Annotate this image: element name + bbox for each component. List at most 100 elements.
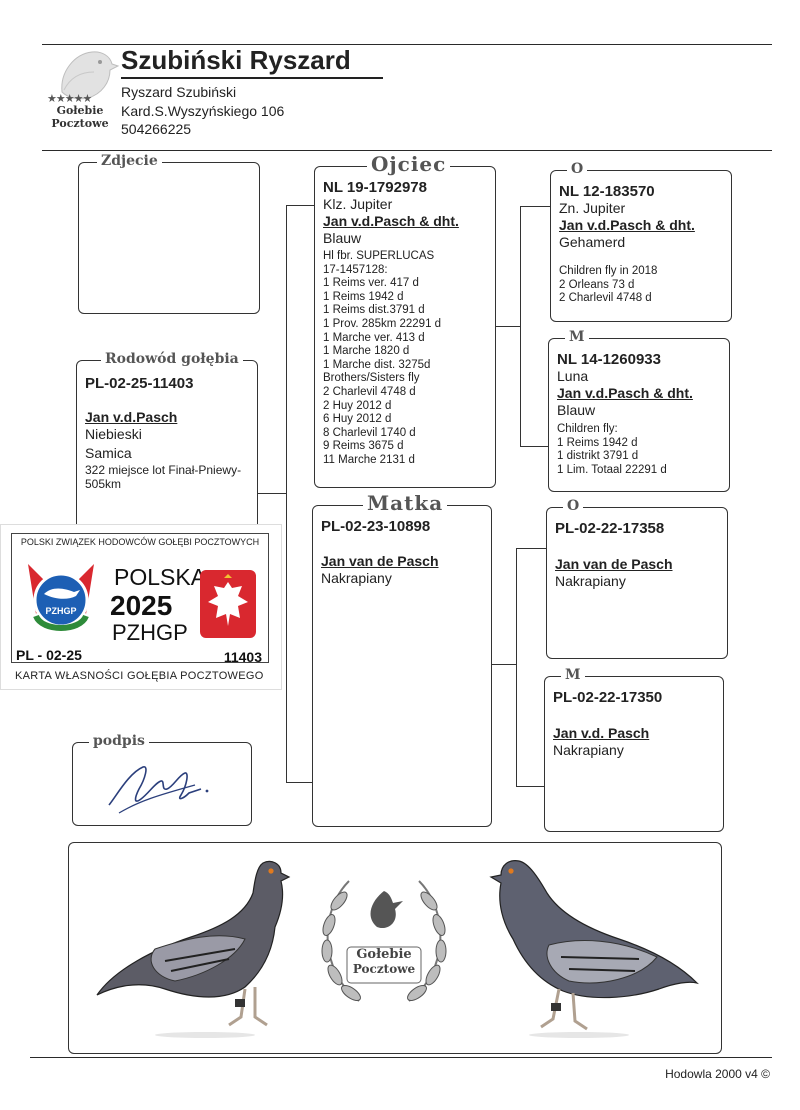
result-line: 1 Reims 1942 d (557, 436, 638, 449)
result-line: 1 Marche ver. 413 d (323, 331, 425, 344)
owner-name: Szubiński Ryszard (121, 45, 351, 75)
logo-text-line2: Pocztowe (51, 117, 109, 130)
mother-box: Matka PL-02-23-10898 Jan van de Pasch Na… (312, 491, 492, 827)
result-line: Children fly in 2018 (559, 265, 658, 277)
connector-maternal-grandmother (516, 786, 544, 788)
result-line: 1 distrikt 3791 d (557, 450, 639, 463)
maternal-grandfather-color: Nakrapiany (555, 573, 626, 589)
paternal-grandmother-content: NL 14-1260933 Luna Jan v.d.Pasch & dht. … (557, 351, 723, 477)
photo-box: Zdjecie (78, 153, 260, 314)
maternal-grandfather-box: O PL-02-22-17358 Jan van de Pasch Nakrap… (546, 498, 728, 659)
result-line: 2 Huy 2012 d (323, 399, 392, 412)
connector-paternal-grandmother (520, 446, 548, 448)
pedigree-content: PL-02-25-11403 Jan v.d.Pasch Niebieski S… (85, 375, 251, 491)
result-line: 11 Marche 2131 d (323, 453, 415, 466)
result-line: 1 Lim. Totaal 22291 d (557, 463, 667, 476)
maternal-grandmother-title: M (561, 667, 585, 683)
owner-address: Kard.S.Wyszyńskiego 106 (121, 103, 285, 119)
owner-full-name: Ryszard Szubiński (121, 84, 237, 100)
pigeon-logo-icon (61, 51, 120, 100)
ownership-card: POLSKI ZWIĄZEK HODOWCÓW GOŁĘBI POCZTOWYC… (0, 524, 282, 690)
mother-content: PL-02-23-10898 Jan van de Pasch Nakrapia… (321, 518, 485, 587)
result-line: 1 Marche 1820 d (323, 345, 410, 358)
ownership-card-country: POLSKA (114, 564, 207, 590)
photo-title: Zdjecie (97, 153, 162, 169)
connector-father-out (496, 326, 520, 328)
mother-breeder: Jan van de Pasch (321, 553, 439, 569)
father-content: NL 19-1792978 Klz. Jupiter Jan v.d.Pasch… (323, 179, 489, 468)
result-line: Brothers/Sisters fly (323, 372, 420, 385)
paternal-grandmother-ring: NL 14-1260933 (557, 351, 661, 368)
mother-ring: PL-02-23-10898 (321, 518, 431, 535)
result-line: 1 Reims 1942 d (323, 290, 404, 303)
father-name: Klz. Jupiter (323, 196, 393, 212)
connector-pigeon-horizontal (258, 493, 286, 495)
logo-stars: ★★★★★ (47, 93, 92, 105)
result-line: 9 Reims 3675 d (323, 440, 404, 453)
father-title: Ojciec (367, 152, 451, 176)
ownership-card-frame: POLSKI ZWIĄZEK HODOWCÓW GOŁĘBI POCZTOWYC… (11, 533, 269, 665)
mother-title: Matka (363, 491, 448, 515)
connector-maternal-grandfather (516, 548, 546, 550)
pzhgp-emblem-icon: PZHGP (28, 564, 94, 631)
ownership-card-footer: KARTA WŁASNOŚCI GOŁĘBIA POCZTOWEGO (15, 670, 264, 682)
result-line: 1 Marche dist. 3275d (323, 358, 431, 371)
result-line: 8 Charlevil 1740 d (323, 426, 416, 439)
father-color: Blauw (323, 230, 362, 246)
result-line: 17-1457128: (323, 263, 388, 276)
father-breeder: Jan v.d.Pasch & dht. (323, 213, 459, 229)
ownership-card-ring-number: 11403 (223, 649, 262, 665)
right-pigeon-illustration-icon (489, 860, 699, 1038)
maternal-grandfather-content: PL-02-22-17358 Jan van de Pasch Nakrapia… (555, 520, 721, 590)
header-bottom-rule (42, 150, 772, 151)
banner-logo-line2: Pocztowe (352, 962, 416, 976)
connector-paternal-vertical (520, 206, 522, 447)
paternal-grandfather-breeder: Jan v.d.Pasch & dht. (559, 217, 695, 233)
pzhgp-emblem-text: PZHGP (45, 606, 76, 616)
pedigree-ring: PL-02-25-11403 (85, 375, 194, 392)
paternal-grandfather-content: NL 12-183570 Zn. Jupiter Jan v.d.Pasch &… (559, 183, 725, 306)
signature-box: podpis (72, 733, 252, 826)
result-line: 1 Reims ver. 417 d (323, 277, 419, 290)
paternal-grandmother-box: M NL 14-1260933 Luna Jan v.d.Pasch & dht… (548, 329, 730, 492)
connector-mother-horizontal (286, 782, 312, 784)
ownership-card-union: PZHGP (112, 620, 188, 645)
connector-father-horizontal (286, 205, 314, 207)
logo-text: Gołebie Pocztowe (40, 104, 120, 130)
paternal-grandfather-box: O NL 12-183570 Zn. Jupiter Jan v.d.Pasch… (550, 161, 732, 322)
result-line: 1 Prov. 285km 22291 d (323, 317, 442, 330)
connector-maternal-vertical (516, 548, 518, 786)
paternal-grandmother-name: Luna (557, 368, 589, 384)
pigeons-banner: Gołebie Pocztowe (68, 842, 722, 1054)
owner-name-underline (121, 77, 383, 79)
pedigree-box: Rodowód gołębia PL-02-25-11403 Jan v.d.P… (76, 351, 258, 535)
maternal-grandmother-breeder: Jan v.d. Pasch (553, 725, 650, 741)
mother-color: Nakrapiany (321, 570, 392, 586)
father-ring: NL 19-1792978 (323, 179, 427, 196)
maternal-grandmother-color: Nakrapiany (553, 742, 624, 758)
paternal-grandmother-color: Blauw (557, 402, 596, 418)
result-line: 2 Charlevil 4748 d (559, 292, 652, 305)
paternal-grandmother-title: M (565, 329, 589, 345)
ownership-card-year: 2025 (110, 590, 173, 621)
owner-phone: 504266225 (121, 121, 192, 137)
pedigree-color: Niebieski (85, 426, 142, 442)
connector-parents-vertical (286, 205, 288, 782)
handwritten-signature (108, 766, 209, 814)
logo-text-line1: Gołebie (56, 104, 104, 117)
connector-mother-out (492, 664, 516, 666)
connector-paternal-grandfather (520, 206, 550, 208)
pedigree-note: 322 miejsce lot Finał-Pniewy-505km (85, 463, 242, 491)
result-line: 2 Orleans 73 d (559, 278, 635, 291)
paternal-grandfather-ring: NL 12-183570 (559, 183, 655, 200)
maternal-grandfather-ring: PL-02-22-17358 (555, 520, 665, 537)
result-line: Children fly: (557, 423, 618, 435)
maternal-grandmother-box: M PL-02-22-17350 Jan v.d. Pasch Nakrapia… (544, 667, 724, 832)
ownership-card-org: POLSKI ZWIĄZEK HODOWCÓW GOŁĘBI POCZTOWYC… (20, 537, 260, 547)
footer-version: Hodowla 2000 v4 © (665, 1067, 770, 1081)
paternal-grandfather-name: Zn. Jupiter (559, 200, 626, 216)
signature-title: podpis (89, 733, 149, 749)
result-line: 2 Charlevil 4748 d (323, 385, 416, 398)
